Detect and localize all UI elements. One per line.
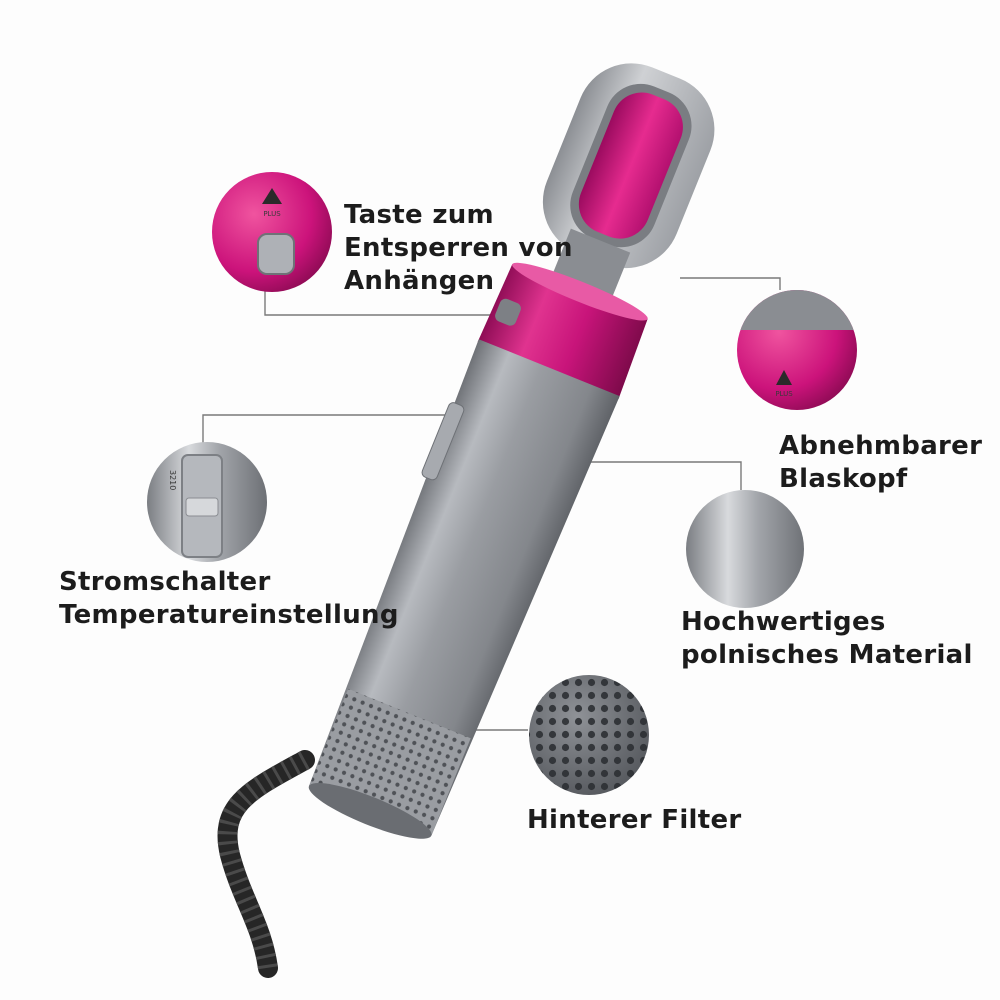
unlock-button-label: Taste zum Entsperren von Anhängen	[344, 199, 573, 298]
power-cord	[217, 750, 315, 978]
material-label: Hochwertiges polnisches Material	[681, 606, 973, 672]
switch-label-line1: Stromschalter	[59, 567, 271, 597]
plus-text-head: PLUS	[775, 390, 793, 398]
power-switch-label: Stromschalter Temperatureinstellung	[59, 566, 399, 632]
blaskopf-label-line1: Abnehmbarer	[779, 431, 983, 461]
unlock-label-line1: Taste zum	[344, 200, 494, 230]
filter-mesh-closeup	[529, 675, 649, 795]
material-closeup	[686, 490, 804, 608]
hair-styler	[308, 63, 715, 839]
unlock-label-line2: Entsperren von	[344, 233, 573, 263]
unlock-button-closeup	[212, 172, 332, 292]
filter-label: Hinterer Filter	[527, 804, 742, 837]
switch-label-line2: Temperatureinstellung	[59, 600, 399, 630]
filter-label-line1: Hinterer Filter	[527, 805, 742, 835]
blaskopf-label-line2: Blaskopf	[779, 464, 908, 494]
material-label-line1: Hochwertiges	[681, 607, 886, 637]
power-switch-closeup	[147, 442, 267, 562]
switch-steps-text: 3210	[168, 470, 177, 490]
plus-text-unlock: PLUS	[263, 210, 281, 218]
detachable-head-label: Abnehmbarer Blaskopf	[779, 430, 982, 496]
unlock-label-line3: Anhängen	[344, 266, 495, 296]
material-label-line2: polnisches Material	[681, 640, 973, 670]
detachable-head-closeup	[737, 290, 857, 410]
